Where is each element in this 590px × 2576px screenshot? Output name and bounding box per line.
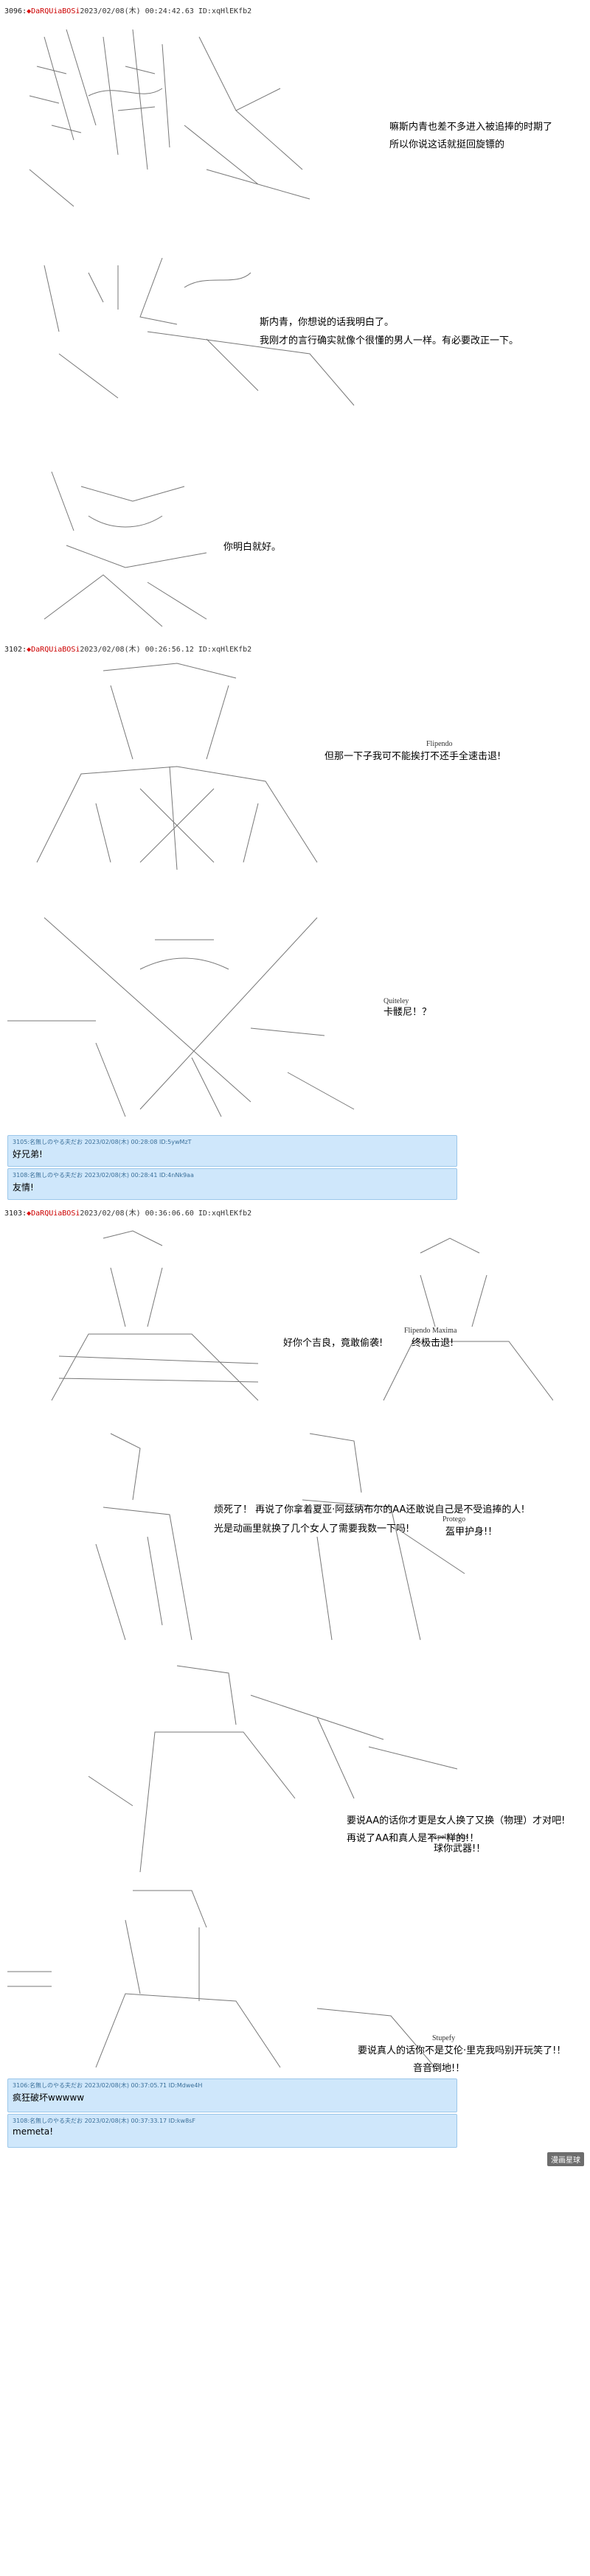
dialog-line: 球你武器!！ xyxy=(434,1843,486,1854)
ascii-art-panel-7 xyxy=(81,1426,502,1647)
poster-name[interactable]: DaRQUiaBOSi xyxy=(31,646,80,654)
comment-body: memeta! xyxy=(13,2126,54,2137)
ascii-art-panel-4 xyxy=(22,656,332,877)
comment-header: 3108:名無しのやる夫だお 2023/02/08(木) 00:37:33.17… xyxy=(13,2118,195,2124)
post-meta: 2023/02/08(木) 00:26:56.12 ID:xqHlEKfb2 xyxy=(80,646,252,654)
comment-box[interactable]: 3106:名無しのやる夫だお 2023/02/08(木) 00:37:05.71… xyxy=(7,2078,457,2112)
spell-label: Flipendo Maxima xyxy=(404,1327,457,1335)
watermark-badge: 漫画星球 xyxy=(547,2152,584,2166)
ascii-art-panel-5 xyxy=(7,910,420,1124)
ascii-art-panel-3 xyxy=(15,457,236,634)
dialog-line: 再说了AA和真人是不一样的!！ xyxy=(347,1833,479,1844)
spell-label: Quiteley xyxy=(384,997,409,1005)
dialog-line: 斯内青，你想说的话我明白了。 xyxy=(260,317,395,328)
comment-box[interactable]: 3105:名無しのやる夫だお 2023/02/08(木) 00:28:08 ID… xyxy=(7,1135,457,1167)
dialog-line: 要说真人的话你不是艾伦·里克我吗别开玩笑了!！ xyxy=(358,2045,566,2056)
post-header: 3103:◆DaRQUiaBOSi2023/02/08(木) 00:36:06.… xyxy=(4,1207,251,1218)
dialog-line: 所以你说这话就挺回旋镖的 xyxy=(389,139,505,150)
dialog-line: 终极击退! xyxy=(412,1338,454,1349)
dialog-line: 我刚才的言行确实就像个很懂的男人一样。有必要改正一下。 xyxy=(260,335,519,346)
post-number: 3102: xyxy=(4,646,27,654)
ascii-art-panel-1 xyxy=(15,22,317,214)
post-number: 3103: xyxy=(4,1210,27,1218)
trip-diamond-icon: ◆ xyxy=(27,1210,32,1218)
spell-label: Expelliarmus xyxy=(429,1833,469,1841)
comment-body: 友情! xyxy=(13,1182,34,1193)
comment-body: 疯狂破坏wwwww xyxy=(13,2092,85,2103)
comment-box[interactable]: 3108:名無しのやる夫だお 2023/02/08(木) 00:37:33.17… xyxy=(7,2114,457,2148)
ascii-art-panel-8 xyxy=(74,1651,487,1872)
poster-name[interactable]: DaRQUiaBOSi xyxy=(31,7,80,15)
post-header: 3102:◆DaRQUiaBOSi2023/02/08(木) 00:26:56.… xyxy=(4,643,251,654)
ascii-art-panel-6 xyxy=(37,1224,553,1408)
dialog-line: 嘛斯内青也差不多进入被追捧的时期了 xyxy=(389,122,553,133)
dialog-line: 但那一下子我可不能挨打不还手全速击退! xyxy=(324,751,502,762)
comment-header: 3105:名無しのやる夫だお 2023/02/08(木) 00:28:08 ID… xyxy=(13,1139,192,1145)
comment-header: 3106:名無しのやる夫だお 2023/02/08(木) 00:37:05.71… xyxy=(13,2082,203,2089)
dialog-line: 光是动画里就换了几个女人了需要我数一下吗! xyxy=(214,1523,410,1535)
comment-box[interactable]: 3108:名無しのやる夫だお 2023/02/08(木) 00:28:41 ID… xyxy=(7,1168,457,1200)
dialog-line: 你明白就好。 xyxy=(223,542,282,553)
dialog-line: 好你个吉良，竟敢偷袭! xyxy=(283,1338,384,1349)
post-number: 3096: xyxy=(4,7,27,15)
post-meta: 2023/02/08(木) 00:36:06.60 ID:xqHlEKfb2 xyxy=(80,1210,252,1218)
dialog-line: 音音倒地!！ xyxy=(413,2063,465,2074)
dialog-line: 烦死了！ 再说了你拿着夏亚·阿兹纳布尔的AA还敢说自己是不受追捧的人! xyxy=(214,1504,525,1515)
poster-name[interactable]: DaRQUiaBOSi xyxy=(31,1210,80,1218)
post-header: 3096:◆DaRQUiaBOSi2023/02/08(木) 00:24:42.… xyxy=(4,4,251,15)
dialog-line: 卡髅尼！？ xyxy=(384,1007,432,1018)
ascii-art-panel-2 xyxy=(15,243,369,413)
dialog-line: 要说AA的话你才更是女人换了又换（物理）才对吧! xyxy=(347,1815,566,1826)
spell-label: Stupefy xyxy=(432,2034,456,2042)
trip-diamond-icon: ◆ xyxy=(27,646,32,654)
dialog-line: 盔甲护身!！ xyxy=(445,1526,498,1537)
post-meta: 2023/02/08(木) 00:24:42.63 ID:xqHlEKfb2 xyxy=(80,7,252,15)
comment-body: 好兄弟! xyxy=(13,1149,43,1159)
trip-diamond-icon: ◆ xyxy=(27,7,32,15)
spell-label: Protego xyxy=(442,1515,466,1523)
spell-label: Flipendo xyxy=(426,740,453,748)
ascii-art-panel-9 xyxy=(7,1883,435,2075)
comment-header: 3108:名無しのやる夫だお 2023/02/08(木) 00:28:41 ID… xyxy=(13,1172,194,1179)
